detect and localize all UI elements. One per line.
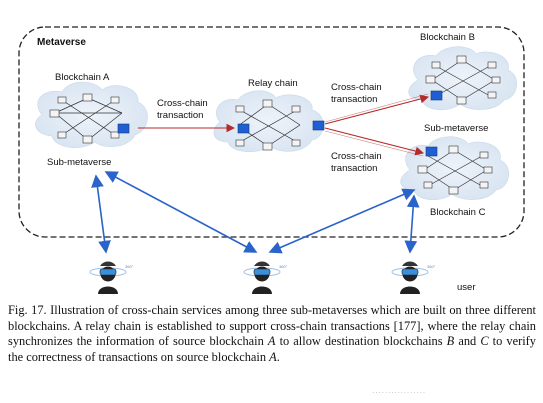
caption-var-a: A bbox=[267, 334, 276, 349]
user2-to-sub-metaverse-c bbox=[268, 188, 416, 254]
sub-metaverse-left-label: Sub-metaverse bbox=[47, 157, 111, 168]
ctx-relay-b-line2: transaction bbox=[331, 94, 377, 105]
caption-text-3: and bbox=[454, 334, 481, 349]
blockchain-b-network bbox=[408, 46, 517, 111]
ctx-relay-b-line1: Cross-chain bbox=[331, 82, 382, 93]
blockchain-c-label: Blockchain C bbox=[430, 207, 486, 218]
caption-text-1: Fig. 17. Illustration of cross-chain ser… bbox=[8, 303, 536, 349]
arrow-relay-to-b-2 bbox=[324, 93, 429, 123]
user2-to-sub-metaverse-a bbox=[104, 171, 258, 253]
blockchain-a-network bbox=[35, 81, 148, 148]
blockchain-c-gateway-node bbox=[425, 146, 438, 157]
svg-text:360°: 360° bbox=[279, 264, 288, 269]
ctx-a-relay-line2: transaction bbox=[157, 110, 203, 121]
arrow-relay-to-c bbox=[324, 127, 425, 156]
blockchain-a-label: Blockchain A bbox=[55, 72, 110, 83]
arrow-relay-to-c-2 bbox=[324, 130, 424, 157]
svg-text:360°: 360° bbox=[125, 264, 134, 269]
cross-chain-diagram: Metaverse Blockchain A Sub-metaverse bbox=[18, 26, 525, 294]
svg-text:360°: 360° bbox=[427, 264, 436, 269]
caption-var-c: C bbox=[480, 334, 489, 349]
blockchain-a-gateway-node bbox=[117, 123, 130, 134]
caption-text-2: to allow destination blockchains bbox=[275, 334, 447, 349]
relay-chain-network bbox=[213, 90, 325, 153]
ctx-a-relay-line1: Cross-chain bbox=[157, 98, 208, 109]
user3-to-sub-metaverse-c bbox=[404, 194, 420, 254]
vr-user-icon: 360° bbox=[391, 261, 436, 294]
blockchain-b-label: Blockchain B bbox=[420, 32, 475, 43]
arrow-relay-to-b bbox=[324, 94, 430, 125]
relay-chain-label: Relay chain bbox=[248, 78, 298, 89]
ctx-relay-c-line2: transaction bbox=[331, 163, 377, 174]
user-label: user bbox=[457, 282, 475, 293]
user1-to-sub-metaverse-a bbox=[91, 174, 111, 254]
relay-chain-gateway-right bbox=[312, 120, 325, 131]
relay-chain-gateway-left bbox=[237, 123, 250, 134]
blockchain-c-network bbox=[400, 136, 509, 201]
caption-text-4: to verify the correctness of transaction… bbox=[8, 334, 536, 364]
figure-caption: Fig. 17. Illustration of cross-chain ser… bbox=[8, 303, 536, 365]
vr-user-icon: 360° bbox=[89, 261, 134, 294]
blockchain-b-gateway-node bbox=[430, 90, 443, 101]
caption-var-b: B bbox=[446, 334, 455, 349]
caption-var-a2: A bbox=[269, 349, 277, 364]
vr-user-icon: 360° bbox=[243, 261, 288, 294]
watermark: ················· bbox=[372, 388, 426, 397]
metaverse-label: Metaverse bbox=[37, 37, 86, 48]
sub-metaverse-right-label: Sub-metaverse bbox=[424, 123, 488, 134]
ctx-relay-c-line1: Cross-chain bbox=[331, 151, 382, 162]
caption-text-5: . bbox=[276, 349, 280, 364]
